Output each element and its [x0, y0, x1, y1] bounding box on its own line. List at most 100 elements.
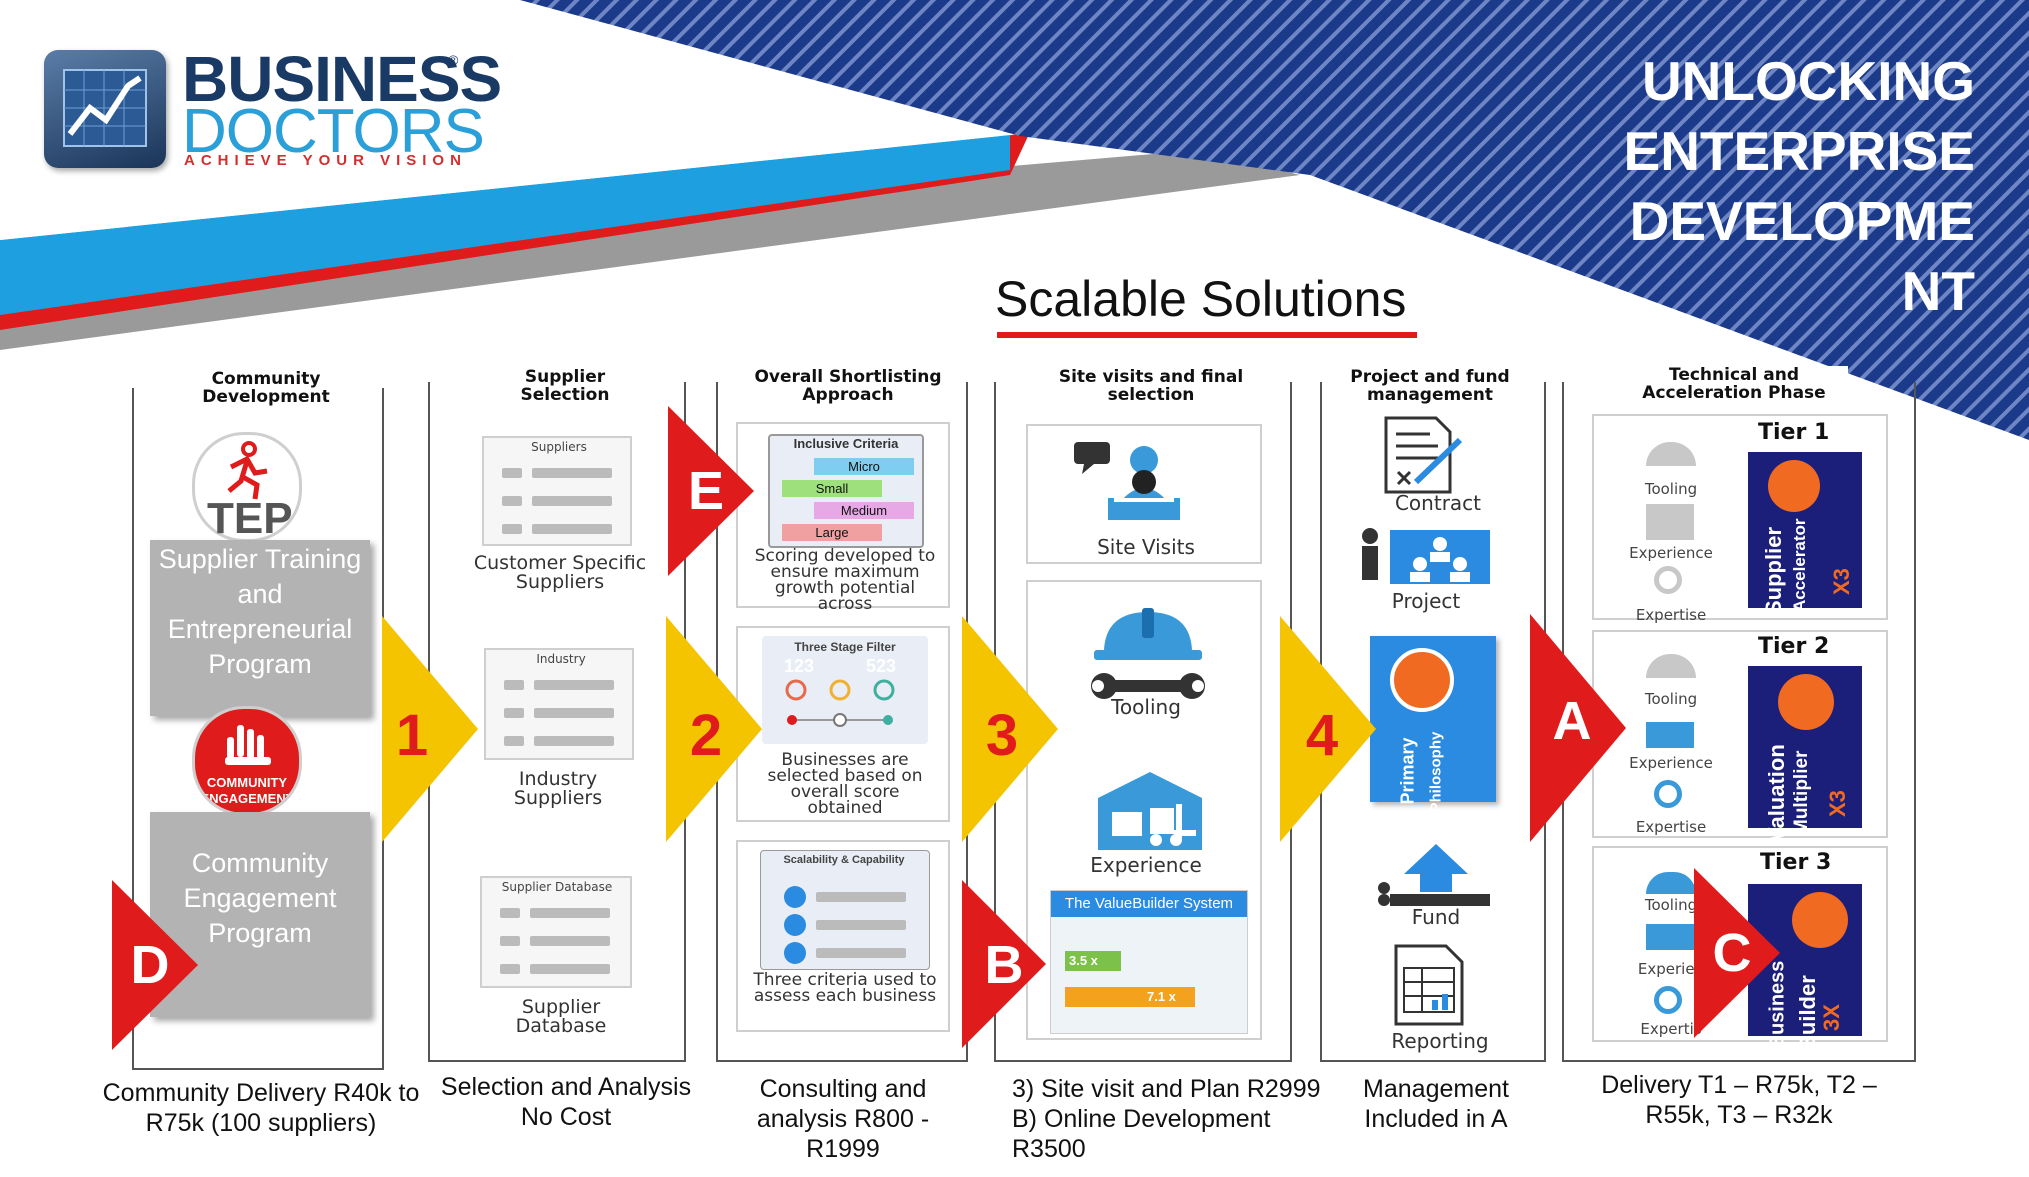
book-target-icon — [1768, 460, 1820, 512]
hard-hat-wrench-icon — [1091, 608, 1205, 699]
registered-mark: ® — [448, 52, 459, 68]
community-engagement-badge-label: COMMUNITY ENGAGEMENT — [200, 775, 294, 806]
project-meeting-icon — [1362, 528, 1490, 584]
community-footer: Community Delivery R40k to R75k (100 sup… — [102, 1079, 420, 1137]
expertise-icon — [1654, 986, 1682, 1014]
tooling-icon — [1646, 872, 1696, 894]
criteria-bar-2 — [816, 920, 906, 930]
tier-1-label: Tier 1 — [1758, 420, 1830, 445]
list-row-bar — [530, 936, 610, 946]
list-row-bar — [534, 736, 614, 746]
tier-2-item-tooling: Tooling — [1644, 690, 1698, 708]
experience-icon — [1646, 722, 1694, 748]
supplier-training-block: Supplier Training and Entrepreneurial Pr… — [150, 540, 370, 716]
tooling-icon — [1646, 442, 1696, 466]
list-row-bar — [534, 708, 614, 718]
supplier-footer: Selection and Analysis No Cost — [440, 1073, 692, 1131]
experience-caption: Experience — [1090, 853, 1202, 877]
tier-2-book-multiplier: X3 — [1825, 790, 1850, 817]
step-letter-d: D — [130, 935, 170, 995]
contract-icon — [1384, 416, 1463, 494]
step-number-1: 1 — [395, 703, 429, 768]
red-arrow-c — [1694, 868, 1780, 1038]
supplier-card-1-caption: Customer Specific Suppliers — [473, 552, 647, 593]
shortlist-heading: Overall Shortlisting Approach — [740, 368, 956, 404]
hero-title: UNLOCKING ENTERPRISE DEVELOPME NT — [1623, 50, 1975, 322]
brand-name-line2: DOCTORS — [182, 97, 485, 166]
tier-3-item-tooling: Tooling — [1644, 896, 1698, 914]
tep-badge: TEP — [192, 432, 302, 542]
brand-tagline: ACHIEVE YOUR VISION — [184, 152, 467, 169]
list-row-avatar — [504, 708, 524, 718]
list-row-bar — [530, 908, 610, 918]
three-stage-filter-caption: Businesses are selected based on overall… — [767, 750, 923, 818]
site-footer: 3) Site visit and Plan R2999 B) Online D… — [1012, 1075, 1321, 1163]
criteria-row-large: Large — [782, 524, 882, 541]
list-row-avatar — [502, 524, 522, 534]
list-row-bar — [532, 468, 612, 478]
project-caption: Project — [1391, 589, 1461, 613]
community-engagement-badge: COMMUNITY ENGAGEMENT — [192, 706, 302, 816]
primary-philosophy-book: Primary Philosophy — [1370, 636, 1496, 813]
list-row-bar — [534, 680, 614, 690]
tier-1-item-experience: Experience — [1629, 544, 1713, 562]
experience-icon — [1646, 504, 1694, 540]
list-row-bar — [532, 524, 612, 534]
criteria-dot-3 — [784, 942, 806, 964]
tier-1-book-title-1: Supplier — [1761, 526, 1786, 615]
philosophy-title-2: Philosophy — [1427, 731, 1445, 813]
expertise-icon — [1654, 566, 1682, 594]
supplier-card-1-title: Suppliers — [531, 440, 587, 454]
yellow-arrow-3 — [962, 616, 1058, 842]
supplier-card-3: Supplier Database — [480, 876, 632, 988]
list-row-avatar — [500, 964, 520, 974]
list-row-avatar — [500, 908, 520, 918]
tier-1-item-tooling: Tooling — [1644, 480, 1698, 498]
tooling-experience-card: Tooling Experience The ValueBuilder Syst… — [1026, 580, 1262, 1040]
supplier-card-3-caption: Supplier Database — [515, 996, 607, 1037]
yellow-arrow-2 — [666, 616, 762, 842]
vb-bar-2 — [1065, 987, 1195, 1007]
yellow-arrow-1 — [382, 616, 478, 842]
running-person-icon — [227, 441, 268, 500]
list-row-avatar — [502, 496, 522, 506]
list-row-bar — [532, 496, 612, 506]
raised-hands-icon — [225, 725, 271, 765]
red-arrow-b — [962, 880, 1046, 1048]
tier-2-label: Tier 2 — [1758, 634, 1830, 659]
red-arrow-d — [112, 880, 198, 1050]
project-footer: Management Included in A — [1363, 1075, 1509, 1133]
tier-2-card: Tier 2 Tooling Experience Expertise Valu… — [1592, 630, 1888, 842]
vb-value-1: 3.5 x — [1069, 953, 1098, 968]
contract-caption: Contract — [1394, 491, 1482, 515]
supplier-card-2-title: Industry — [536, 652, 586, 666]
inclusive-criteria-title: Inclusive Criteria — [793, 436, 899, 451]
step-letter-a: A — [1552, 691, 1592, 751]
list-row-avatar — [502, 468, 522, 478]
tier-3-item-experience: Experien — [1637, 960, 1705, 978]
list-row-avatar — [504, 736, 524, 746]
scalability-caption: Three criteria used to assess each busin… — [753, 970, 937, 1006]
filter-number-1: 123 — [784, 656, 815, 676]
yellow-arrow-4 — [1280, 616, 1376, 842]
supplier-card-2: Industry — [484, 648, 634, 760]
report-icon — [1394, 944, 1464, 1026]
reporting-caption: Reporting — [1391, 1029, 1489, 1053]
filter-stages-icon — [785, 679, 895, 727]
site-heading: Site visits and final selection — [1042, 368, 1260, 404]
step-number-4: 4 — [1305, 703, 1339, 768]
shortlist-footer: Consulting and analysis R800 - R1999 — [756, 1075, 930, 1163]
tooling-caption: Tooling — [1111, 695, 1181, 719]
tier-3-book-title-2: Builder — [1795, 975, 1820, 1051]
brand-name-line1: BUSINESS — [182, 43, 502, 115]
supplier-card-3-title: Supplier Database — [501, 880, 613, 894]
site-visit-icon — [1074, 442, 1180, 520]
tier-2-book-title-1: Valuation — [1764, 744, 1789, 842]
supplier-card-2-caption: Industry Suppliers — [513, 768, 603, 809]
fund-growth-icon — [1378, 844, 1490, 906]
criteria-dot-1 — [784, 886, 806, 908]
tier-1-book-title-2: Accelerator — [1790, 518, 1809, 612]
tier-1-card: Tier 1 Tooling Experience Expertise Supp… — [1592, 414, 1888, 624]
step-letter-c: C — [1712, 923, 1752, 983]
three-stage-filter-card: Three Stage Filter 123 523 Businesses ar… — [736, 626, 950, 822]
